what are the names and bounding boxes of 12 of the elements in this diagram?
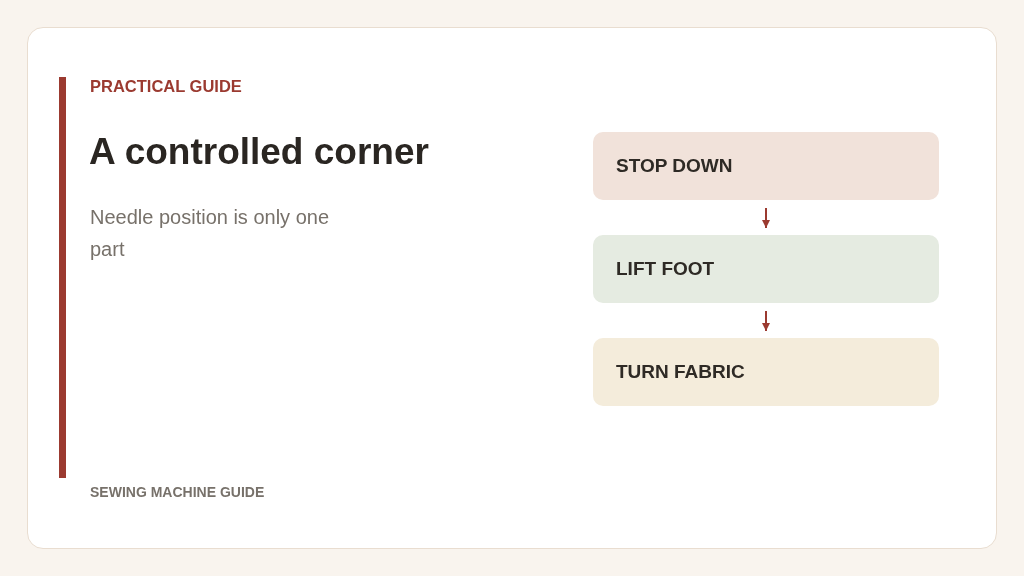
- step-box: [593, 235, 939, 303]
- step-label: STOP DOWN: [616, 155, 733, 177]
- step-box: [593, 338, 939, 406]
- step-label: TURN FABRIC: [616, 361, 745, 383]
- arrow: [762, 310, 770, 332]
- heading: A controlled corner: [89, 131, 429, 173]
- subtitle-text: Needle position is only one part: [90, 205, 331, 262]
- step-label: LIFT FOOT: [616, 258, 715, 280]
- arrow: [762, 207, 770, 229]
- step-box: [593, 132, 939, 200]
- footer-label: SEWING MACHINE GUIDE: [90, 484, 265, 500]
- section-label: PRACTICAL GUIDE: [90, 77, 242, 96]
